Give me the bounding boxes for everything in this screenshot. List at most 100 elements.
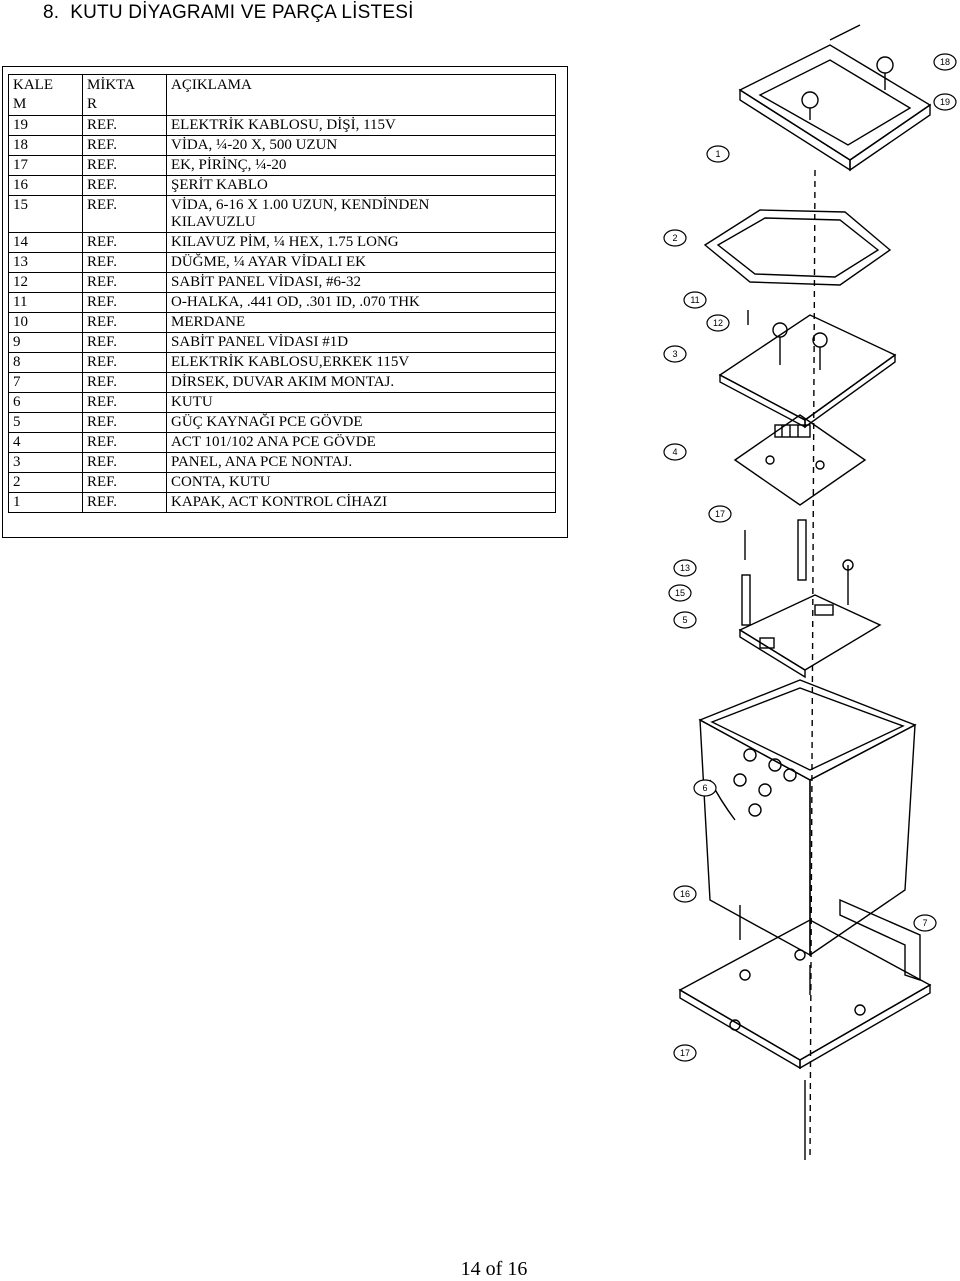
row-item-number: 18 — [8, 135, 83, 156]
callout-label: 4 — [672, 447, 677, 457]
row-description: GÜÇ KAYNAĞI PCE GÖVDE — [166, 412, 556, 433]
callout-15: 15 — [668, 584, 692, 602]
callout-label: 7 — [922, 918, 927, 928]
row-quantity: REF. — [82, 412, 167, 433]
row-description: O-HALKA, .441 OD, .301 ID, .070 THK — [166, 292, 556, 313]
callout-label: 19 — [940, 97, 950, 107]
row-quantity: REF. — [82, 195, 167, 233]
box-part — [698, 679, 917, 957]
row-quantity: REF. — [82, 232, 167, 253]
page-number: 14 of 16 — [460, 1258, 528, 1280]
row-item-number: 1 — [8, 492, 83, 513]
main-pcb-part — [733, 414, 867, 506]
row-description: ELEKTRİK KABLOSU,ERKEK 115V — [166, 352, 556, 373]
row-description: DİRSEK, DUVAR AKIM MONTAJ. — [166, 372, 556, 393]
callout-17: 17 — [673, 1044, 697, 1062]
row-description: PANEL, ANA PCE NONTAJ. — [166, 452, 556, 473]
row-description: CONTA, KUTU — [166, 472, 556, 493]
row-quantity: REF. — [82, 332, 167, 353]
row-description: EK, PİRİNÇ, ¼-20 — [166, 155, 556, 176]
row-description: ŞERİT KABLO — [166, 175, 556, 196]
callout-label: 5 — [682, 615, 687, 625]
standoff-right — [797, 519, 807, 581]
row-quantity: REF. — [82, 115, 167, 136]
callout-2: 2 — [663, 229, 687, 247]
lid-part — [738, 24, 932, 172]
callout-11: 11 — [683, 291, 707, 309]
callout-12: 12 — [706, 314, 730, 332]
callout-label: 17 — [680, 1048, 690, 1058]
row-item-number: 16 — [8, 175, 83, 196]
row-quantity: REF. — [82, 292, 167, 313]
callout-label: 3 — [672, 349, 677, 359]
row-item-number: 9 — [8, 332, 83, 353]
callout-7: 7 — [913, 914, 937, 932]
row-quantity: REF. — [82, 492, 167, 513]
section-heading: 8. KUTU DİYAGRAMI VE PARÇA LİSTESİ — [43, 2, 414, 24]
callout-4: 4 — [663, 443, 687, 461]
callout-label: 6 — [702, 783, 707, 793]
row-quantity: REF. — [82, 272, 167, 293]
section-number: 8. — [43, 2, 60, 23]
callout-label: 12 — [713, 318, 723, 328]
row-item-number: 7 — [8, 372, 83, 393]
row-item-number: 5 — [8, 412, 83, 433]
row-description: SABİT PANEL VİDASI, #6-32 — [166, 272, 556, 293]
row-description: ACT 101/102 ANA PCE GÖVDE — [166, 432, 556, 453]
callout-label: 11 — [690, 295, 699, 305]
row-quantity: REF. — [82, 372, 167, 393]
row-description: ELEKTRİK KABLOSU, DİŞİ, 115V — [166, 115, 556, 136]
gasket-part — [703, 209, 892, 286]
base-plate-part — [678, 919, 932, 1070]
row-description: MERDANE — [166, 312, 556, 333]
row-item-number: 17 — [8, 155, 83, 176]
row-item-number: 4 — [8, 432, 83, 453]
row-item-number: 3 — [8, 452, 83, 473]
section-title: KUTU DİYAGRAMI VE PARÇA LİSTESİ — [70, 2, 414, 23]
row-item-number: 6 — [8, 392, 83, 413]
callout-label: 13 — [680, 563, 690, 573]
callout-16: 16 — [673, 885, 697, 903]
header-description: AÇIKLAMA — [166, 74, 556, 116]
row-item-number: 15 — [8, 195, 83, 233]
row-quantity: REF. — [82, 175, 167, 196]
power-pcb-part — [738, 594, 882, 679]
callout-3: 3 — [663, 345, 687, 363]
callout-label: 18 — [940, 57, 950, 67]
callout-6: 6 — [693, 779, 717, 797]
row-item-number: 14 — [8, 232, 83, 253]
row-description: VİDA, ¼-20 X, 500 UZUN — [166, 135, 556, 156]
callout-17: 17 — [708, 505, 732, 523]
row-quantity: REF. — [82, 432, 167, 453]
row-quantity: REF. — [82, 352, 167, 373]
row-description: KUTU — [166, 392, 556, 413]
panel-part — [718, 314, 897, 429]
row-quantity: REF. — [82, 312, 167, 333]
callout-label: 1 — [715, 149, 720, 159]
row-quantity: REF. — [82, 155, 167, 176]
row-item-number: 2 — [8, 472, 83, 493]
row-item-number: 13 — [8, 252, 83, 273]
callout-label: 2 — [672, 233, 677, 243]
